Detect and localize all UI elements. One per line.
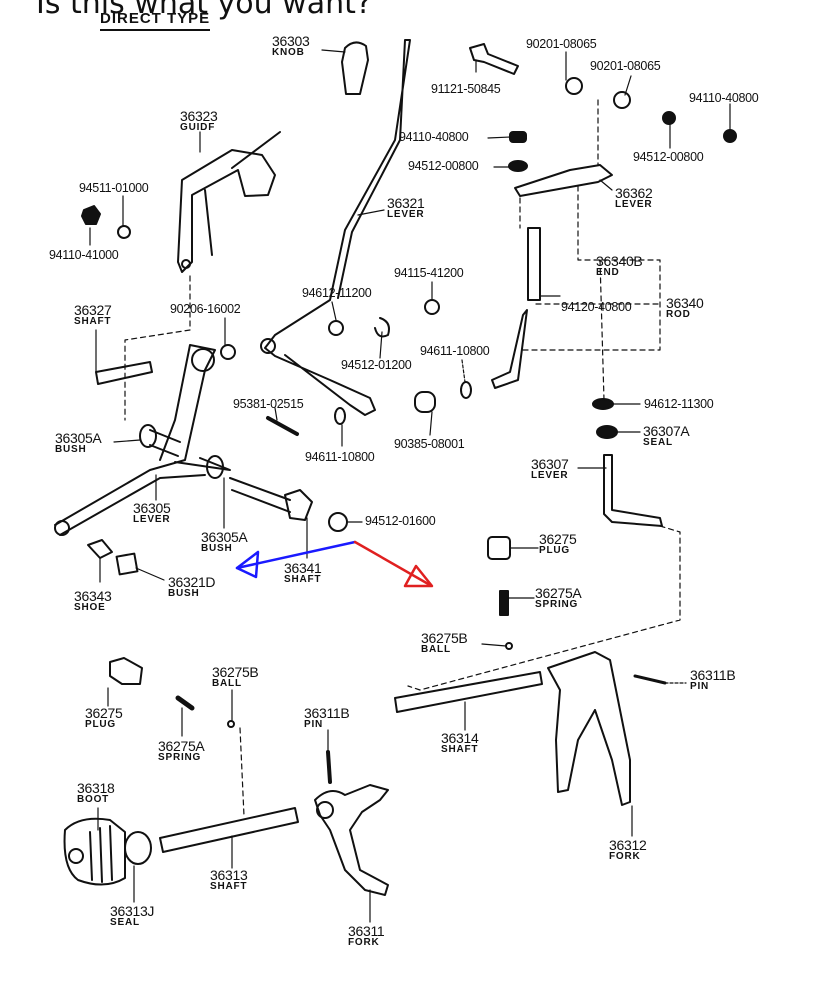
part-number: 90206-16002	[170, 302, 241, 316]
part-number: 94115-41200	[394, 266, 464, 280]
question-text: Is this what you want?	[36, 0, 372, 21]
shoe-36343-part	[87, 539, 113, 559]
part-number: 94612-11200	[302, 286, 372, 300]
bush-36305a-right-part	[206, 455, 224, 479]
bolt-91121-part	[469, 43, 519, 75]
part-number: 94110-41000	[49, 248, 119, 262]
boot-36318-part	[63, 817, 126, 886]
seal-36313j-part	[124, 831, 152, 865]
shaft-36327-part	[95, 361, 153, 385]
pin-95381-part	[266, 416, 299, 436]
part-number: 94110-40800	[399, 130, 469, 144]
washer-94512-01600	[328, 512, 348, 532]
spring-36275a-right-part	[499, 590, 509, 616]
part-number: 90201-08065	[526, 37, 597, 51]
part-number: 94611-10800	[420, 344, 490, 358]
guide-part	[177, 131, 281, 273]
part-number: 95381-02515	[233, 397, 304, 411]
part-number: 94512-00800	[408, 159, 479, 173]
plug-36275-left-part	[109, 657, 143, 685]
shaft-36314-part	[394, 671, 543, 713]
part-number: 94612-11300	[644, 397, 714, 411]
shaft-36341-part	[229, 477, 291, 513]
part-number: 94512-01200	[341, 358, 412, 372]
blue-arrow	[235, 540, 357, 579]
pin-36311b-left-part	[326, 750, 332, 784]
fork-36311-part	[314, 784, 389, 896]
part-number: 90385-08001	[394, 437, 465, 451]
red-arrow	[353, 540, 434, 588]
bush-36305a-left-part	[139, 424, 157, 448]
part-number: 94511-01000	[79, 181, 149, 195]
part-number: 91121-50845	[431, 82, 501, 96]
lever-36305-part	[54, 344, 231, 536]
rod-end-36340b-part	[527, 227, 541, 301]
rod-36340-part	[491, 309, 528, 389]
diagram-title: DIRECT TYPE	[100, 10, 211, 31]
ball-36275b-left-part	[227, 720, 235, 728]
fork-36312-part	[547, 651, 631, 806]
bush-36321d-part	[115, 552, 139, 576]
plug-36275-right-part	[487, 536, 511, 560]
lever-36362-part	[514, 164, 613, 197]
part-number: 94120-40800	[561, 300, 632, 314]
part-number: 94512-01600	[365, 514, 436, 528]
part-number: 94611-10800	[305, 450, 375, 464]
lever-36307-part	[603, 454, 663, 527]
knob-part	[341, 41, 369, 95]
part-number: 94110-40800	[689, 91, 759, 105]
ball-36275b-right-part	[505, 642, 513, 650]
part-number: 94512-00800	[633, 150, 704, 164]
shaft-36313-part	[159, 807, 299, 853]
spring-36275a-left-part	[175, 695, 195, 711]
part-number: 90201-08065	[590, 59, 661, 73]
